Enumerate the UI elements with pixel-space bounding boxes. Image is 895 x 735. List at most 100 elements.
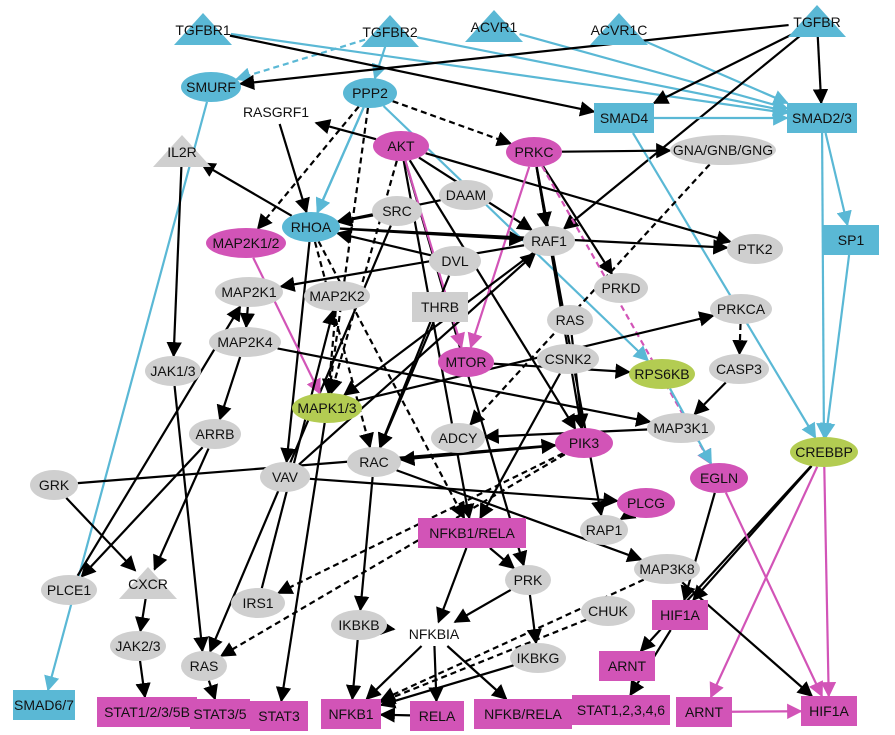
node-label: MAP2K4 (217, 334, 272, 350)
node-ikbkb[interactable]: IKBKB (331, 610, 387, 640)
node-prkd[interactable]: PRKD (594, 273, 648, 303)
node-smad4[interactable]: SMAD4 (594, 103, 654, 133)
node-nfkbrela[interactable]: NFKB/RELA (474, 699, 572, 729)
node-plce1[interactable]: PLCE1 (41, 575, 97, 605)
node-rasgrf1[interactable]: RASGRF1 (243, 104, 309, 120)
node-prkca[interactable]: PRKCA (710, 294, 772, 324)
edge-nfkb1rela-to-nfkbia (436, 547, 468, 624)
node-raf1[interactable]: RAF1 (523, 226, 575, 256)
ellipse-shape (690, 463, 748, 493)
ellipse-shape (634, 554, 700, 584)
node-ikbkg[interactable]: IKBKG (510, 643, 566, 673)
node-stat35[interactable]: STAT3/5 (190, 699, 250, 729)
node-il2r[interactable]: IL2R (153, 135, 211, 167)
node-mtor[interactable]: MTOR (438, 347, 494, 377)
node-cxcr[interactable]: CXCR (119, 567, 177, 599)
ellipse-shape (617, 488, 675, 518)
node-ppp2[interactable]: PPP2 (343, 78, 397, 108)
node-nfkb1[interactable]: NFKB1 (321, 699, 381, 729)
rect-shape (594, 103, 654, 133)
node-label: RASGRF1 (243, 104, 309, 120)
node-mapk13[interactable]: MAPK1/3 (292, 393, 362, 423)
node-arnt_low[interactable]: ARNT (676, 697, 732, 727)
node-jak23[interactable]: JAK2/3 (110, 631, 166, 661)
node-adcy[interactable]: ADCY (431, 423, 485, 453)
node-arnt_mid[interactable]: ARNT (599, 651, 655, 681)
node-prkc[interactable]: PRKC (506, 137, 562, 167)
node-map3k8[interactable]: MAP3K8 (634, 554, 700, 584)
node-rhoa[interactable]: RHOA (282, 212, 340, 242)
node-daam[interactable]: DAAM (439, 180, 493, 210)
node-label: HIF1A (660, 607, 700, 623)
node-src[interactable]: SRC (372, 196, 422, 226)
edge-tgfbr1-to-smad4 (229, 34, 596, 117)
node-tgfbr2[interactable]: TGFBR2 (361, 15, 419, 47)
node-smurf[interactable]: SMURF (181, 72, 241, 102)
node-prk[interactable]: PRK (505, 565, 551, 595)
node-irs1[interactable]: IRS1 (231, 588, 285, 618)
edge-layer (44, 23, 852, 723)
ellipse-shape (41, 575, 97, 605)
node-label: MAP3K8 (639, 561, 694, 577)
node-smad23[interactable]: SMAD2/3 (787, 103, 857, 133)
node-map2k12[interactable]: MAP2K1/2 (206, 228, 286, 258)
node-hif1a_mid[interactable]: HIF1A (652, 600, 708, 630)
node-map3k1[interactable]: MAP3K1 (647, 413, 715, 443)
node-tgfbr[interactable]: TGFBR (788, 5, 846, 37)
node-nfkbia[interactable]: NFKBIA (409, 626, 460, 642)
node-thrb[interactable]: THRB (412, 292, 468, 322)
node-acvr1c[interactable]: ACVR1C (590, 13, 648, 45)
node-csnk2[interactable]: CSNK2 (537, 344, 599, 374)
node-vav[interactable]: VAV (260, 462, 310, 492)
node-pik3[interactable]: PIK3 (555, 428, 613, 458)
node-stat1235b[interactable]: STAT1/2/3/5B (97, 697, 197, 727)
edge-tgfbr-to-smad4 (652, 31, 797, 105)
node-gna[interactable]: GNA/GNB/GNG (670, 135, 776, 165)
node-ras_mid[interactable]: RAS (547, 305, 593, 335)
node-label: NFKB1/RELA (429, 525, 515, 541)
node-stat1234[interactable]: STAT1,2,3,4,6 (572, 695, 670, 725)
node-hif1a_low[interactable]: HIF1A (801, 696, 857, 726)
node-label: PLCG (627, 495, 665, 511)
node-dvl[interactable]: DVL (429, 246, 481, 276)
node-rap1[interactable]: RAP1 (580, 515, 628, 545)
ellipse-shape (372, 196, 422, 226)
node-stat3[interactable]: STAT3 (250, 701, 308, 731)
edge-jak13-to-ras_low (173, 385, 209, 653)
node-rps6kb[interactable]: RPS6KB (629, 359, 695, 389)
node-sp1[interactable]: SP1 (823, 225, 879, 255)
node-arrb[interactable]: ARRB (189, 419, 241, 449)
node-map2k4[interactable]: MAP2K4 (209, 327, 281, 357)
node-grk[interactable]: GRK (30, 470, 78, 500)
node-label: VAV (272, 469, 299, 485)
node-nfkb1rela[interactable]: NFKB1/RELA (418, 518, 526, 548)
node-rela[interactable]: RELA (410, 701, 464, 731)
node-jak13[interactable]: JAK1/3 (145, 356, 201, 386)
node-label: PRKD (602, 280, 641, 296)
node-tgfbr1[interactable]: TGFBR1 (174, 13, 232, 45)
ellipse-shape (181, 651, 227, 681)
rect-shape (599, 651, 655, 681)
node-map2k2[interactable]: MAP2K2 (304, 281, 370, 311)
node-akt[interactable]: AKT (373, 131, 429, 161)
edge-map3k8-to-hif1a_low (681, 581, 814, 698)
node-acvr1[interactable]: ACVR1 (465, 10, 523, 42)
node-egln[interactable]: EGLN (690, 463, 748, 493)
edge-smad4-to-crebbp (632, 132, 817, 439)
node-casp3[interactable]: CASP3 (709, 354, 769, 384)
node-label: RAF1 (531, 233, 567, 249)
ellipse-shape (431, 423, 485, 453)
edge-ppp2-to-map2k12 (256, 105, 360, 230)
node-smad67[interactable]: SMAD6/7 (13, 690, 75, 720)
node-ras_low[interactable]: RAS (181, 651, 227, 681)
node-label: ARNT (608, 658, 647, 674)
node-label: SP1 (838, 232, 865, 248)
node-rac[interactable]: RAC (347, 447, 401, 477)
node-crebbp[interactable]: CREBBP (790, 437, 858, 467)
node-plcg[interactable]: PLCG (617, 488, 675, 518)
node-chuk[interactable]: CHUK (581, 596, 635, 626)
edge-tgfbr-to-smad23 (812, 36, 829, 105)
ellipse-shape (523, 226, 575, 256)
node-ptk2[interactable]: PTK2 (727, 234, 783, 264)
node-map2k1[interactable]: MAP2K1 (215, 277, 283, 307)
